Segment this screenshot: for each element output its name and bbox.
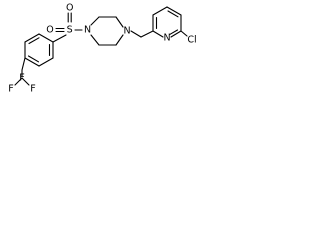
pyridine-ring [152,6,182,38]
bond-c-f-right [21,77,30,86]
chemical-structure-diagram: S O O N N N Cl F F F [8,3,196,95]
atom-oxygen-top: O [66,3,73,14]
atom-fluorine-left: F [8,84,13,95]
bond-layer [14,6,188,86]
atom-nitrogen-pyridine: N [163,33,170,44]
bond-pyridine-cl [180,30,188,37]
atom-nitrogen-piperazine-left: N [84,25,91,36]
bond-benzene-cf3 [21,57,26,71]
bond-ch2-pyridine [140,30,154,38]
bond-c-f-left [14,77,23,86]
atom-nitrogen-piperazine-right: N [123,26,130,37]
atom-sulfur: S [67,25,73,36]
bond-s-benzene [52,34,67,43]
bond-n-ch2 [130,30,142,38]
atom-labels: S O O N N N Cl F F F [8,3,196,95]
atom-fluorine-right: F [30,84,35,95]
benzene-ring [24,33,54,67]
piperazine-ring [90,16,124,46]
atom-fluorine-top: F [19,73,24,84]
atom-chlorine: Cl [187,35,196,46]
atom-oxygen-left: O [46,25,53,36]
